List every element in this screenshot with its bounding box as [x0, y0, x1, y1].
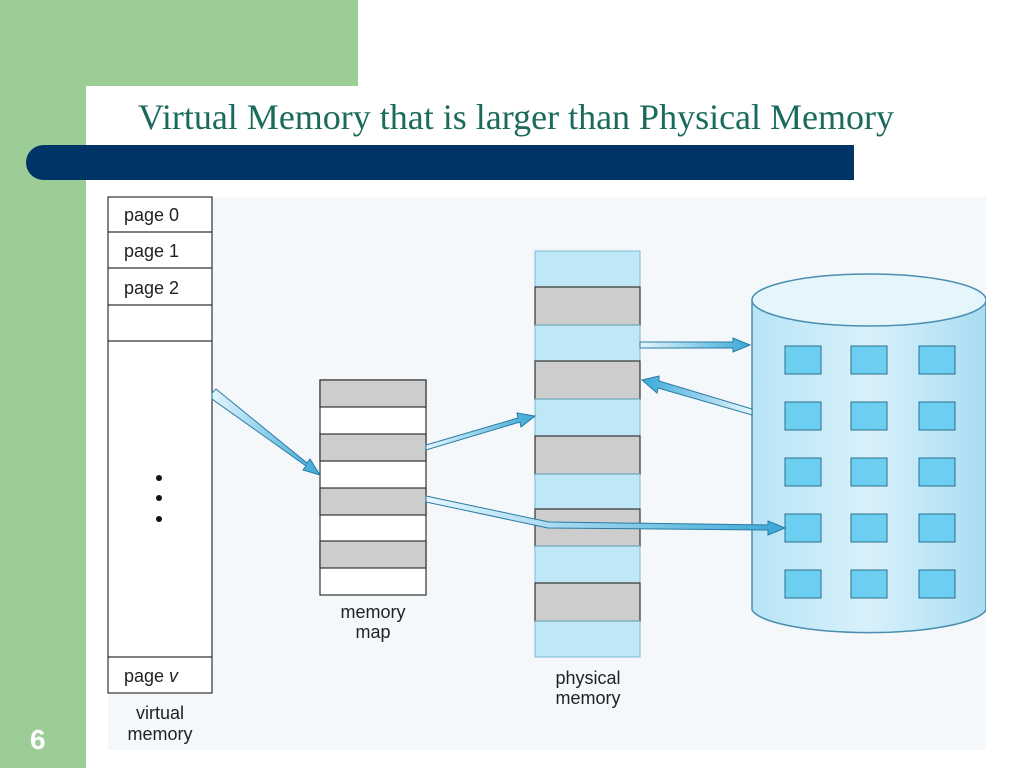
arrow-virtual-to-map	[211, 388, 322, 476]
virtual-memory-column: page 0 page 1 page 2 page v virtual memo…	[107, 196, 213, 744]
disk-cylinder	[751, 273, 986, 634]
top-green-block	[0, 0, 358, 86]
physical-memory-column: physical memory	[534, 250, 641, 708]
slide-number: 6	[30, 724, 46, 755]
physical-memory-label: physical	[555, 668, 620, 688]
page-label: page 1	[124, 241, 179, 261]
title-underline-bar	[26, 145, 854, 180]
last-page-label: page v	[124, 666, 179, 686]
slide-title: Virtual Memory that is larger than Physi…	[138, 97, 895, 137]
virtual-memory-diagram: page 0 page 1 page 2 page v virtual memo…	[107, 196, 986, 750]
memory-map-column: memory map	[319, 379, 427, 642]
physical-memory-label: memory	[555, 688, 620, 708]
sidebar-green-band	[0, 0, 86, 768]
ellipsis-dot	[156, 495, 162, 501]
arrow-disk-to-physical	[640, 375, 753, 416]
ellipsis-dot	[156, 475, 162, 481]
virtual-memory-label: virtual	[136, 703, 184, 723]
memory-map-label: map	[355, 622, 390, 642]
ellipsis-dot	[156, 516, 162, 522]
page-label: page 0	[124, 205, 179, 225]
page-label: page 2	[124, 278, 179, 298]
memory-map-label: memory	[340, 602, 405, 622]
arrow-map-to-physical	[425, 412, 537, 451]
virtual-memory-label: memory	[127, 724, 192, 744]
disk-blocks	[784, 345, 956, 599]
arrow-physical-to-disk	[639, 337, 752, 353]
arrow-map-to-disk	[425, 495, 787, 536]
